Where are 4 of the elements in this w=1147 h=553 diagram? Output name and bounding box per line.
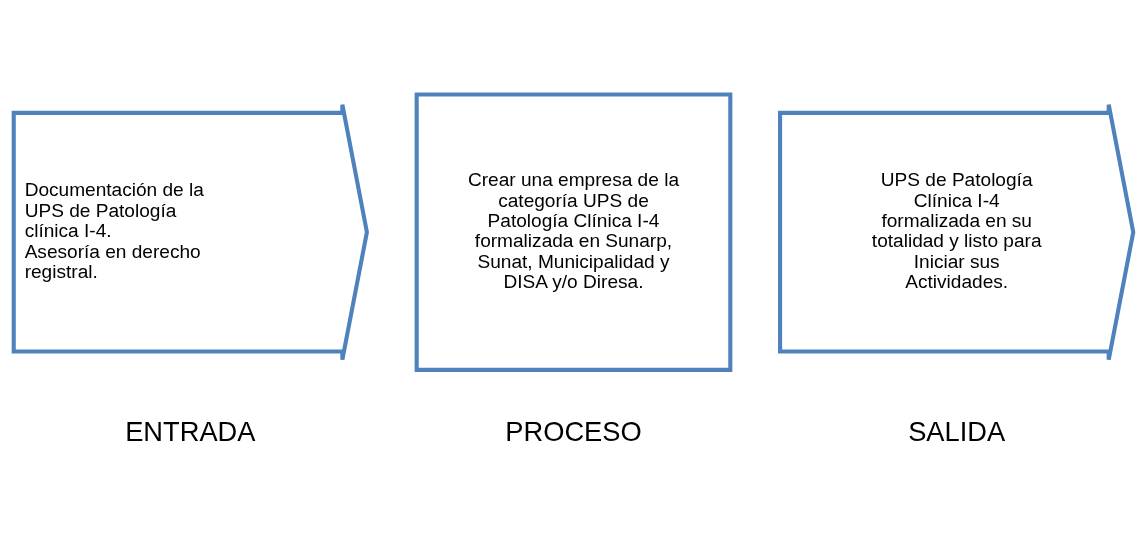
node-label: ENTRADA — [125, 415, 256, 447]
node-label: SALIDA — [908, 415, 1006, 447]
node-label: PROCESO — [505, 415, 642, 447]
node-box: Crear una empresa de la categoría UPS de Patología Clínica I-4 formalizada en Sunarp, Sunat, Municipalidad y DISA y/o Diresa. — [414, 92, 733, 372]
